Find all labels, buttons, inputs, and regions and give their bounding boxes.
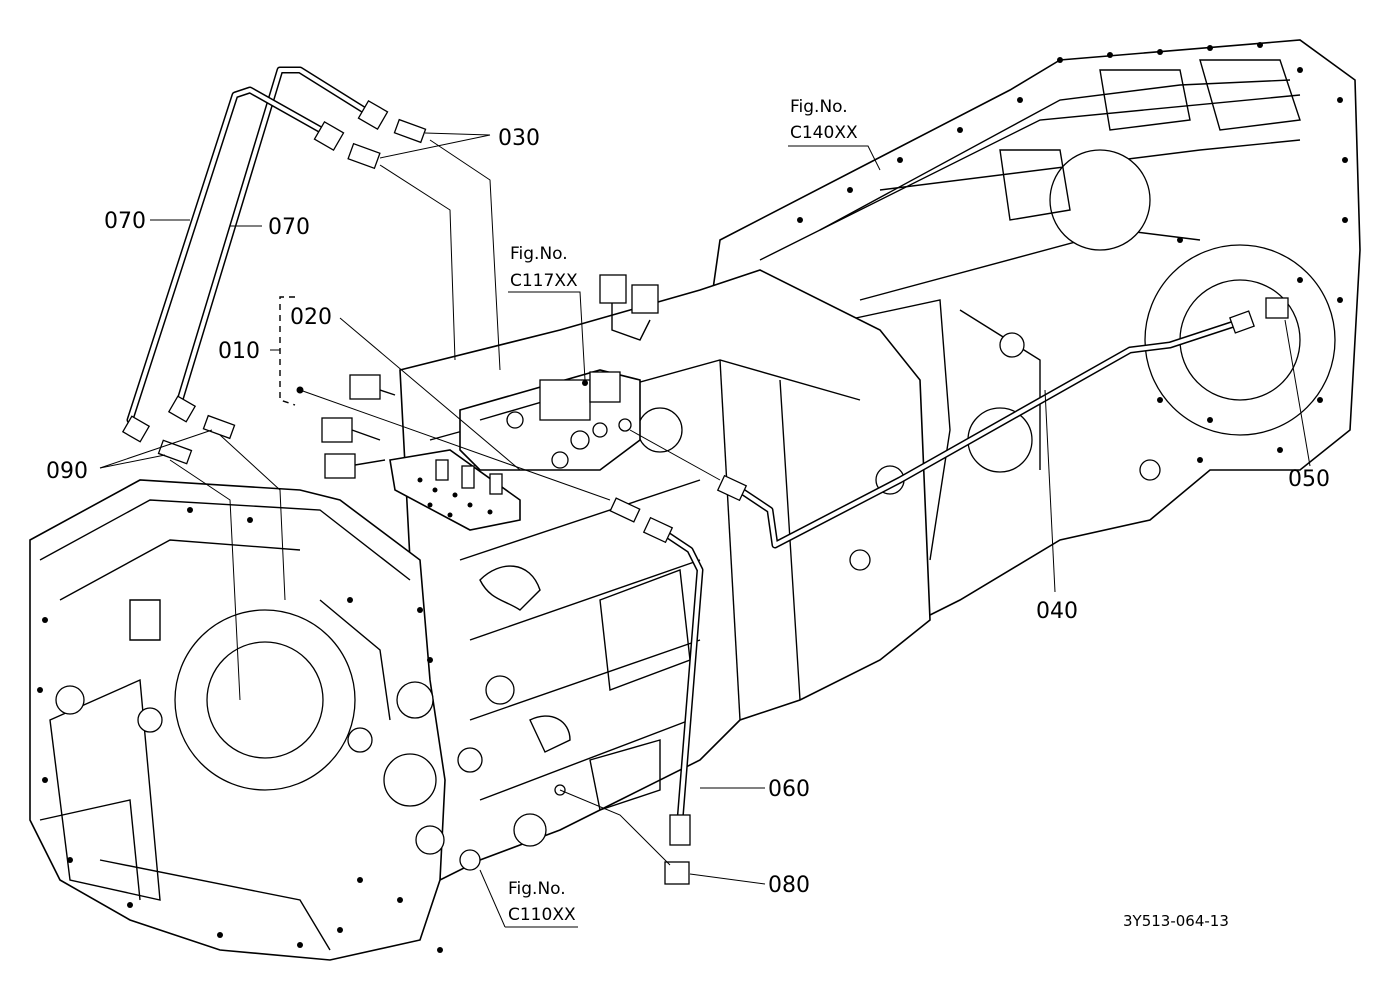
part-label-040: 040	[1036, 599, 1078, 624]
part-labels: 030 070 070 020 010 090 050 040 060 080	[46, 126, 1330, 898]
fig-ref-c110-line1: Fig.No.	[508, 879, 566, 899]
part-label-080: 080	[768, 873, 810, 898]
fittings	[121, 99, 1289, 885]
part-label-070-right: 070	[268, 215, 310, 240]
fig-ref-c110-line2: C110XX	[508, 905, 576, 925]
part-label-020: 020	[290, 305, 332, 330]
figure-references: Fig.No. C140XX Fig.No. C117XX Fig.No. C1…	[508, 97, 858, 925]
middle-transmission-case	[399, 269, 931, 882]
part-label-060: 060	[768, 777, 810, 802]
part-label-090: 090	[46, 459, 88, 484]
pipe-070-upper	[176, 66, 376, 416]
leader-lines	[99, 132, 1311, 928]
pipe-070-lower	[126, 86, 334, 436]
fig-ref-c117-line1: Fig.No.	[510, 244, 568, 264]
pipe-040	[736, 318, 1244, 549]
control-valve-assembly	[389, 369, 641, 531]
housing-bolt-holes	[797, 42, 1348, 463]
part-label-050: 050	[1288, 467, 1330, 492]
electrical-connectors	[321, 274, 659, 479]
pipe-060	[656, 526, 704, 824]
fig-ref-c117-line2: C117XX	[510, 271, 578, 291]
drawing-code: 3Y513-064-13	[1123, 912, 1229, 930]
part-label-010: 010	[218, 339, 260, 364]
fig-ref-c140-line2: C140XX	[790, 123, 858, 143]
front-housing-bolt-holes	[37, 507, 443, 953]
part-label-030: 030	[498, 126, 540, 151]
front-housing	[29, 479, 446, 961]
part-label-070-left: 070	[104, 209, 146, 234]
fig-ref-c140-line1: Fig.No.	[790, 97, 848, 117]
